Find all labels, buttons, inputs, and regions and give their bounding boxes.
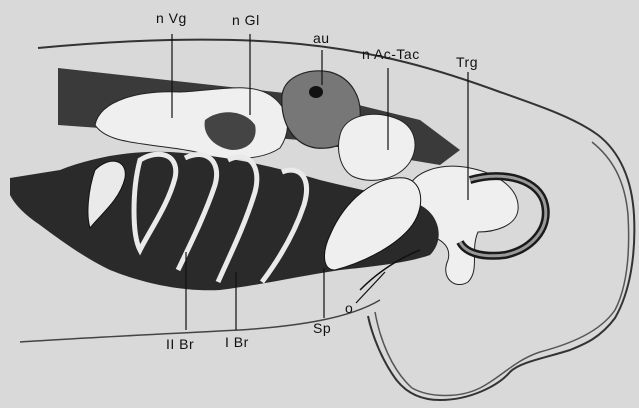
label-Sp: Sp bbox=[313, 320, 331, 336]
label-nVg: n Vg bbox=[156, 10, 187, 26]
leader-o bbox=[356, 272, 385, 303]
label-nGl: n Gl bbox=[232, 12, 260, 28]
label-o: o bbox=[345, 300, 353, 316]
ganglion-mass bbox=[95, 88, 287, 160]
label-Trg: Trg bbox=[456, 54, 478, 70]
otic-vesicle-spot bbox=[309, 86, 323, 98]
label-IIBr: II Br bbox=[166, 336, 194, 352]
acoustic-ganglion bbox=[339, 114, 416, 180]
label-IBr: I Br bbox=[225, 334, 249, 350]
label-au: au bbox=[313, 30, 330, 46]
label-nAcTac: n Ac-Tac bbox=[362, 46, 420, 62]
